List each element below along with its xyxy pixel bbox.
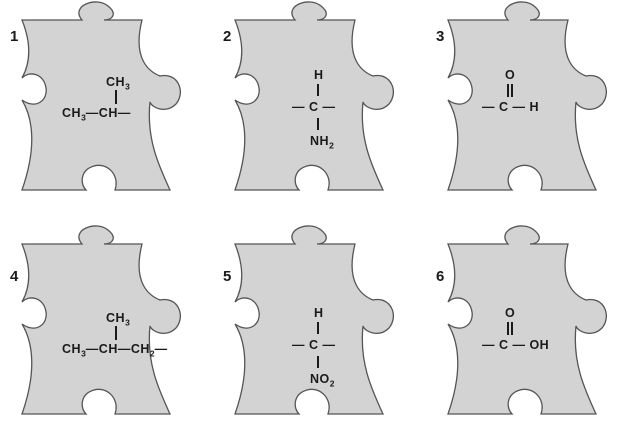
double-bond-left-3 (507, 84, 509, 97)
bottom-bond-2 (317, 118, 319, 130)
chain-part-c: — (154, 342, 168, 356)
methyl-substituent-4: CH3 (106, 311, 130, 328)
puzzle-piece-3: 3 O — C — H (426, 0, 616, 200)
substituent-subscript: 3 (125, 317, 130, 328)
center-row-2: — C — (292, 100, 336, 114)
bottom-group-text: NO (310, 372, 330, 386)
bottom-bond-5 (317, 356, 319, 368)
chain-part-b-sub: 2 (149, 348, 155, 359)
chain-part-a: CH (62, 342, 82, 356)
double-bond-right-6 (511, 322, 513, 335)
top-bond-5 (317, 322, 319, 334)
piece-number-5: 5 (223, 268, 232, 285)
double-bond-left-6 (507, 322, 509, 335)
main-chain-4: CH3—CH—CH2— (62, 342, 168, 359)
top-atom-5: H (314, 306, 324, 320)
chain-part-b: —CH— (85, 106, 131, 120)
chain-part-a: CH (62, 106, 82, 120)
vertical-bond-1 (115, 90, 117, 104)
substituent-subscript: 3 (125, 81, 130, 92)
chain-part-b: —CH—CH (85, 342, 150, 356)
piece-number-6: 6 (436, 268, 445, 285)
bottom-group-sub: 2 (329, 378, 335, 389)
puzzle-piece-5: 5 H — C — NO2 (213, 224, 403, 424)
puzzle-piece-2: 2 H — C — NH2 (213, 0, 403, 200)
vertical-bond-4 (115, 326, 117, 340)
puzzle-shape-1 (21, 1, 182, 191)
double-bond-right-3 (511, 84, 513, 97)
bottom-group-text: NH (310, 134, 330, 148)
center-row-5: — C — (292, 338, 336, 352)
puzzle-piece-4: 4 CH3 CH3—CH—CH2— (0, 224, 190, 424)
methyl-substituent-1: CH3 (106, 75, 130, 92)
bottom-group-5: NO2 (310, 372, 334, 389)
center-row-6: — C — OH (482, 338, 550, 352)
top-atom-2: H (314, 68, 324, 82)
substituent-text: CH (106, 75, 126, 89)
puzzle-piece-6: 6 O — C — OH (426, 224, 616, 424)
puzzle-shape-6 (447, 225, 608, 415)
piece-number-4: 4 (10, 268, 19, 285)
puzzle-shape-5 (234, 225, 395, 415)
bottom-group-sub: 2 (329, 140, 334, 151)
center-row-3: — C — H (482, 100, 539, 114)
piece-number-1: 1 (10, 28, 19, 45)
main-chain-1: CH3—CH— (62, 106, 131, 123)
chain-part-a-sub: 3 (81, 348, 86, 359)
top-bond-2 (317, 84, 319, 96)
substituent-text: CH (106, 311, 126, 325)
piece-number-2: 2 (223, 28, 232, 45)
oxygen-atom-6: O (505, 306, 516, 320)
oxygen-atom-3: O (505, 68, 516, 82)
piece-number-3: 3 (436, 28, 445, 45)
puzzle-piece-1: 1 CH3 CH3—CH— (0, 0, 190, 200)
bottom-group-2: NH2 (310, 134, 334, 151)
puzzle-shape-4 (21, 225, 182, 415)
chain-part-a-sub: 3 (81, 112, 86, 123)
